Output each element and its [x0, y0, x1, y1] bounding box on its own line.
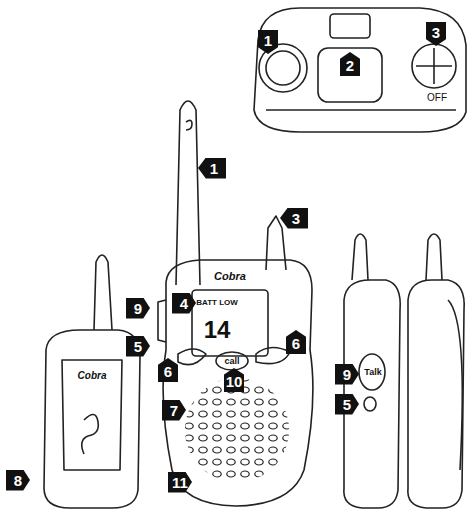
side-antenna-left: [352, 234, 368, 280]
back-body: [44, 330, 140, 508]
front-grille: [185, 378, 289, 482]
callout-number: 6: [158, 358, 178, 382]
device-marking: Talk: [364, 368, 381, 377]
callout-number: 1: [258, 30, 278, 54]
callout-number: 5: [335, 394, 359, 415]
callout-number: 1: [198, 158, 226, 179]
front-left-key: [178, 349, 206, 365]
top-jack-inner: [266, 51, 300, 85]
callout-number: 6: [286, 330, 306, 354]
side-talk-button: [359, 354, 385, 390]
callout-number: 10: [224, 368, 245, 392]
callout-number: 5: [126, 336, 150, 357]
front-body: [163, 260, 313, 506]
callout-number: 11: [168, 472, 192, 493]
device-marking: BATT LOW: [196, 299, 238, 307]
back-antenna: [94, 255, 112, 330]
side-body-right: [408, 280, 464, 508]
top-mode-button: [318, 48, 382, 102]
side-antenna-right: [426, 234, 442, 280]
front-antenna-mark: [186, 120, 192, 130]
callout-number: 9: [126, 298, 150, 319]
callout-number: 9: [335, 364, 359, 385]
top-knob: [412, 44, 456, 88]
device-marking: OFF: [427, 93, 447, 103]
top-view-rim: [266, 109, 456, 111]
front-right-key: [256, 347, 290, 363]
back-belt-clip: [62, 360, 122, 470]
top-view-housing: [254, 8, 466, 132]
side-button: [364, 397, 376, 411]
front-screen: [192, 290, 268, 356]
callout-number: 3: [280, 208, 308, 229]
front-call-button: [216, 352, 248, 370]
callout-number: 8: [6, 470, 30, 491]
front-stub-antenna: [266, 216, 286, 270]
top-antenna-clip: [330, 14, 370, 38]
back-clip-logo: [82, 414, 99, 454]
side-clip-right: [448, 300, 462, 470]
callout-number: 3: [426, 22, 446, 46]
front-antenna: [176, 101, 200, 285]
device-marking: Cobra: [214, 271, 246, 282]
device-marking: Cobra: [78, 371, 107, 381]
device-marking: call: [224, 357, 239, 366]
callout-number: 2: [340, 52, 360, 76]
front-side-button: [158, 300, 166, 342]
top-knob-ridge: [416, 48, 452, 84]
device-marking: 14: [204, 318, 231, 342]
callout-number: 7: [162, 400, 186, 421]
